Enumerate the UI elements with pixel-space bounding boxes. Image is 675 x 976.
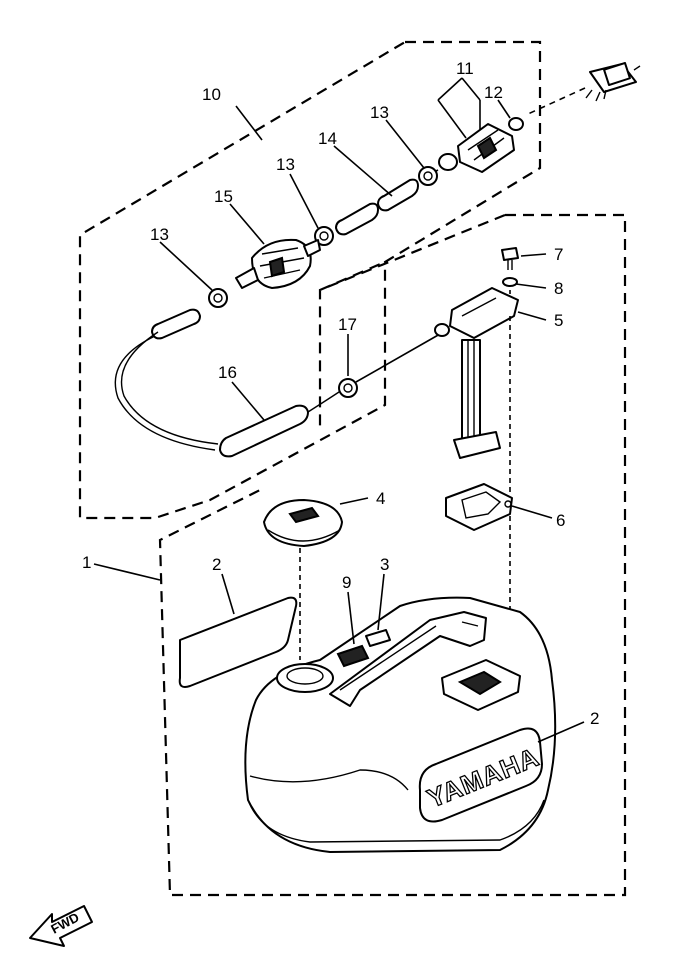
decal-part-2-left (178, 596, 298, 688)
o-ring-part-12 (508, 117, 524, 131)
callout-10: 10 (202, 85, 221, 104)
hose-part-14 (335, 178, 419, 236)
primer-bulb-part-15 (235, 238, 321, 289)
joint-part-11 (438, 123, 515, 173)
callout-2-left: 2 (212, 555, 221, 574)
callout-11: 11 (456, 59, 474, 78)
callout-3: 3 (380, 555, 389, 574)
clip-part-13-lower (208, 288, 228, 308)
callout-6: 6 (556, 511, 565, 530)
callout-2-right: 2 (590, 709, 599, 728)
callout-16: 16 (218, 363, 237, 382)
callout-17: 17 (338, 315, 357, 334)
callout-15: 15 (214, 187, 233, 206)
callout-7: 7 (554, 245, 563, 264)
clip-part-17 (338, 378, 358, 398)
clip-part-13-upper (418, 166, 438, 186)
washer-part-8 (502, 277, 518, 287)
callout-8: 8 (554, 279, 563, 298)
fuel-gauge-part-5 (434, 287, 519, 459)
clip-part-13-middle (314, 226, 334, 246)
screw-part-7 (501, 247, 519, 270)
callout-5: 5 (554, 311, 563, 330)
hose-assembly-boundary (78, 40, 542, 520)
callout-14: 14 (318, 129, 337, 148)
callout-13-low: 13 (150, 225, 169, 244)
callout-13-mid: 13 (276, 155, 295, 174)
fuel-connector-part-12 (585, 61, 641, 102)
forward-direction-arrow: FWD (29, 905, 93, 947)
callout-13-top: 13 (370, 103, 389, 122)
gasket-part-6 (445, 483, 513, 531)
callout-12: 12 (484, 83, 503, 102)
callout-4: 4 (376, 489, 385, 508)
fuel-hose-part-16 (114, 308, 343, 458)
callout-9: 9 (342, 573, 351, 592)
fuel-cap-part-4 (263, 499, 343, 547)
fuel-tank-body-part-1: YAMAHA (244, 596, 557, 853)
tank-assembly-boundary (158, 213, 627, 897)
callout-1: 1 (82, 553, 91, 572)
